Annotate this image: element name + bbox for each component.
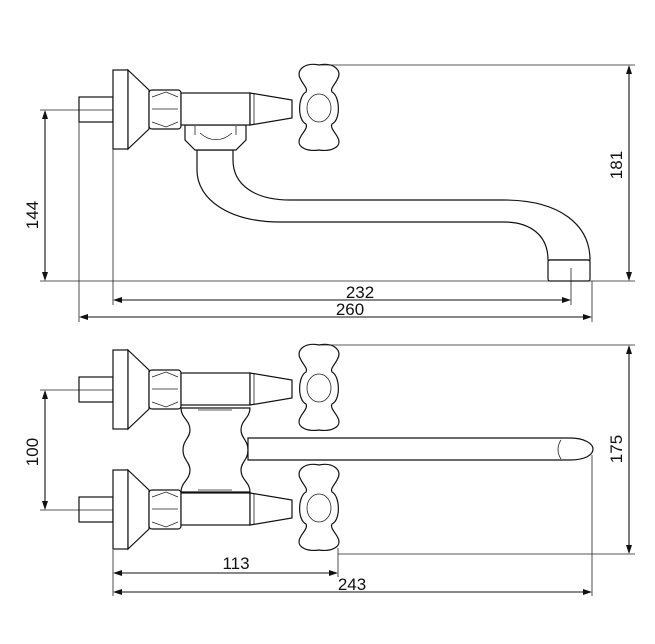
dim-handle-reach: 113 bbox=[222, 554, 249, 573]
cross-handle-bottom bbox=[298, 463, 340, 551]
side-view-dimensions: 144 181 232 260 bbox=[23, 64, 635, 322]
dim-total-width: 175 bbox=[607, 435, 626, 463]
dim-spout-reach: 232 bbox=[346, 283, 374, 302]
spout bbox=[196, 149, 591, 261]
side-view bbox=[78, 63, 591, 282]
cross-handle-top bbox=[298, 343, 340, 431]
spout-outlet bbox=[547, 259, 591, 282]
top-view-dimensions: 100 175 113 243 bbox=[23, 344, 635, 596]
dim-total-height: 181 bbox=[607, 151, 626, 179]
dim-total-length-top: 243 bbox=[338, 575, 366, 594]
top-view bbox=[78, 343, 594, 551]
dim-total-length: 260 bbox=[336, 300, 364, 319]
spout bbox=[247, 437, 594, 461]
cross-handle bbox=[298, 63, 340, 151]
dim-inlet-spacing: 100 bbox=[23, 438, 42, 466]
mixer-body bbox=[180, 407, 251, 493]
spout-connector bbox=[184, 124, 247, 151]
dim-outlet-height: 144 bbox=[23, 201, 42, 229]
